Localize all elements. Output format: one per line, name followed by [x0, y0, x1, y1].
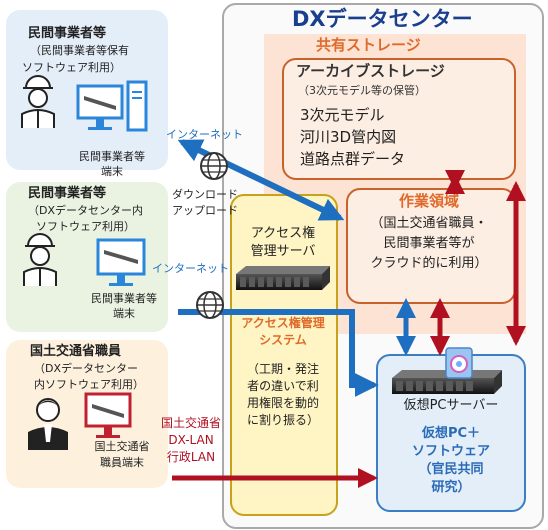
- access-server-label: アクセス権: [250, 226, 316, 241]
- virtual-pc-text: ソフトウェア: [411, 444, 490, 459]
- archive-item: 3次元モデル: [300, 106, 385, 124]
- user-private-2-title: 民間事業者等: [28, 186, 107, 201]
- globe-icon: [200, 152, 228, 180]
- officer-icon: [28, 398, 68, 450]
- lan-label: 国土交通省: [160, 416, 221, 430]
- work-area-title: 作業領域: [398, 192, 459, 210]
- access-system-desc: 用権限を動的: [246, 396, 319, 410]
- access-system-title: アクセス権管理: [241, 316, 325, 330]
- user-private-2-terminal: 端末: [113, 307, 135, 320]
- user-private-2-terminal: 民間事業者等: [91, 292, 157, 305]
- virtual-pc-text: （官民共同: [418, 462, 484, 477]
- virtual-pc-server-label: 仮想PCサーバー: [403, 398, 499, 413]
- pc-icon: [76, 84, 124, 130]
- shared-storage-label: 共有ストレージ: [316, 36, 421, 54]
- user-private-1-title: 民間事業者等: [28, 26, 107, 41]
- virtual-pc-text: 仮想PC＋: [421, 426, 481, 441]
- internet-link-1: [177, 139, 345, 221]
- globe-icon: [196, 291, 224, 319]
- access-system-desc: に割り振る）: [246, 413, 319, 427]
- pc-icon: [96, 238, 146, 286]
- user-mlit-line: （DXデータセンター: [34, 362, 139, 375]
- user-private-2-line: ソフトウェア利用）: [36, 220, 135, 233]
- internet-link-2: [178, 309, 379, 397]
- user-mlit-line: 内ソフトウェア利用）: [34, 378, 144, 391]
- user-private-1-line: ソフトウェア利用）: [22, 61, 121, 74]
- user-private-1-terminal: 民間事業者等: [79, 150, 145, 163]
- user-mlit-title: 国土交通省職員: [30, 344, 122, 359]
- dx-center-title: DXデータセンター: [292, 7, 473, 31]
- user-private-2-line: （DXデータセンター内: [28, 204, 144, 217]
- access-system-desc: （工期・発注: [246, 362, 319, 376]
- lan-label: 行政LAN: [166, 450, 216, 464]
- access-server-label: 管理サーバ: [250, 244, 316, 259]
- pc-icon: [84, 392, 132, 438]
- internet-label: インターネット: [152, 262, 229, 275]
- work-area-line: （国土交通省職員・: [370, 216, 488, 231]
- user-mlit-terminal: 国土交通省: [94, 440, 150, 453]
- archive-storage-title: アーカイブストレージ: [296, 62, 445, 80]
- lan-label: DX-LAN: [168, 433, 214, 447]
- work-area-line: 民間事業者等が: [383, 236, 475, 251]
- user-mlit-terminal: 職員端末: [100, 456, 144, 469]
- worker-icon: [23, 233, 57, 286]
- work-area-line: クラウド的に利用）: [370, 256, 488, 271]
- internet-label: インターネット: [166, 128, 243, 141]
- virtual-pc-text: 研究）: [431, 480, 471, 495]
- archive-storage-subtitle: （3次元モデル等の保管）: [298, 84, 426, 97]
- access-system-desc: 者の違いで利: [247, 379, 319, 393]
- tower-pc-icon: [126, 80, 148, 132]
- access-system-title: システム: [259, 333, 307, 347]
- worker-icon: [21, 75, 55, 128]
- software-box-icon: [445, 347, 473, 379]
- user-private-1-line: （民間事業者等保有: [30, 44, 129, 57]
- server-icon: [236, 266, 330, 290]
- work-area-box: [346, 188, 516, 304]
- user-private-1-terminal: 端末: [101, 165, 123, 178]
